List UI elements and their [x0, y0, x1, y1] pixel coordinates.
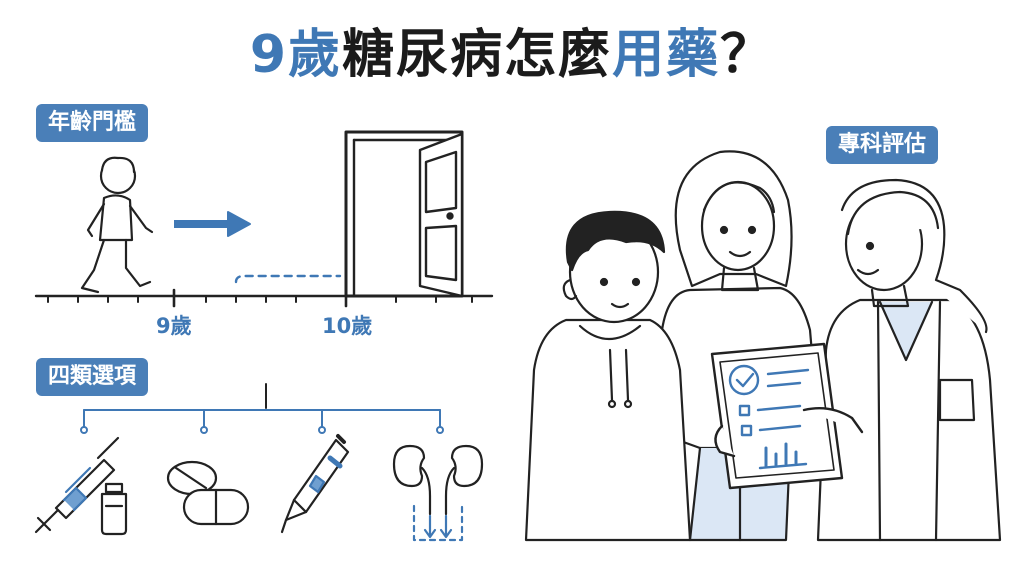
title-question: ？	[720, 25, 775, 85]
title-medication: 用藥	[612, 25, 721, 85]
title-age: 9歲	[249, 25, 343, 85]
age-10-label: 10歲	[322, 314, 373, 338]
label-age-threshold: 年齡門檻	[36, 104, 149, 142]
tablet-checklist-icon	[710, 342, 864, 490]
insulin-pen-icon	[280, 434, 350, 534]
pills-icon	[166, 460, 250, 526]
age-9-label: 9歲	[156, 314, 192, 338]
page-title: 9歲糖尿病怎麼用藥？	[0, 12, 1024, 87]
arrow-right-icon	[174, 211, 251, 237]
doctor-figure	[816, 178, 1002, 542]
options-connector	[80, 383, 444, 434]
walking-child-icon	[80, 156, 154, 294]
label-four-options: 四類選項	[36, 358, 149, 396]
title-mid: 糖尿病怎麼	[342, 25, 613, 85]
boy-figure	[524, 210, 692, 542]
open-door-icon	[344, 130, 464, 298]
kidneys-icon	[392, 444, 484, 542]
syringe-icon	[34, 436, 120, 534]
label-specialist-eval: 專科評估	[826, 126, 939, 164]
vial-icon	[100, 482, 128, 536]
